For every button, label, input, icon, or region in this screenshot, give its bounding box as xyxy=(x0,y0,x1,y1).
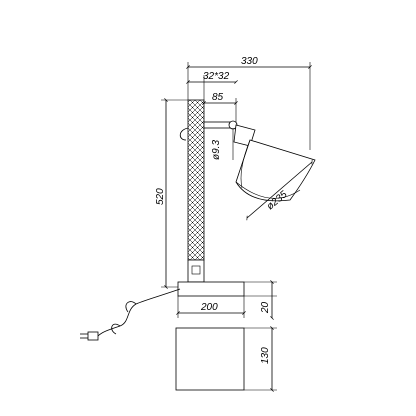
base-width-label: 200 xyxy=(200,302,218,313)
base-depth-label: 130 xyxy=(260,347,271,364)
dim-overall-height: 520 xyxy=(155,98,188,289)
dim-base-width: 200 xyxy=(176,296,246,318)
power-cable xyxy=(80,288,181,341)
lamp-base-top xyxy=(175,327,245,391)
base-height-label: 20 xyxy=(260,301,271,314)
lamp-base-side xyxy=(177,281,245,297)
pivot-diameter-label: ø9.3 xyxy=(211,140,222,160)
arm-length-label: 85 xyxy=(212,92,224,103)
overall-width-label: 330 xyxy=(241,56,258,67)
overall-height-label: 520 xyxy=(155,188,166,205)
plug-icon xyxy=(87,331,99,341)
dim-arm-offset: 32*32 xyxy=(186,71,238,100)
lamp-shade: ø235 xyxy=(233,124,316,221)
arm-offset-label: 32*32 xyxy=(203,71,230,82)
lamp-pole xyxy=(187,99,205,283)
dim-base-height: 20 xyxy=(244,280,277,320)
dim-base-depth: 130 xyxy=(244,326,277,392)
lamp-arm: ø9.3 xyxy=(179,120,238,160)
